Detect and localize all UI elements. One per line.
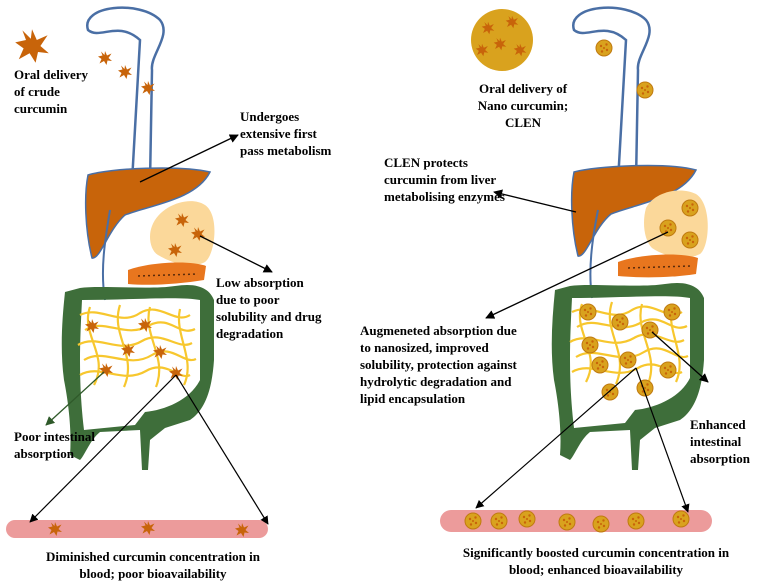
right-blood-result-label: Significantly boosted curcumin concentra… [462, 545, 730, 577]
left-first-pass-label: Undergoes extensive first pass metabolis… [240, 109, 332, 158]
right-liver-protection-label: CLEN protects curcumin from liver metabo… [384, 155, 505, 204]
left-pancreas [128, 262, 206, 285]
left-oral-delivery-label: Oral delivery of crude curcumin [14, 67, 89, 116]
left-low-absorption-arrow [199, 235, 273, 273]
left-colon [61, 284, 215, 470]
left-blood-vessel [6, 520, 268, 538]
right-colon [551, 282, 704, 470]
left-blood-result-label: Diminished curcumin concentration in blo… [46, 549, 260, 581]
left-first-pass-arrow [139, 134, 239, 183]
left-low-absorption-label: Low absorption due to poor solubility an… [216, 275, 322, 341]
right-augmented-absorption-arrow [485, 231, 669, 319]
left-crude-curcumin-icon [15, 29, 49, 63]
right-liver-protection-arrow [493, 189, 577, 213]
right-panel-illustration [440, 6, 712, 533]
left-poor-intestinal-arrow [45, 371, 105, 426]
left-stomach [150, 201, 215, 266]
right-enhanced-intestinal-label: Enhanced intestinal absorption [690, 417, 750, 466]
right-stomach [644, 190, 708, 258]
right-pancreas [618, 254, 698, 278]
right-augmented-absorption-label: Augmeneted absorption due to nanosized, … [360, 323, 517, 406]
right-esophagus [572, 6, 651, 183]
left-poor-intestinal-label: Poor intestinal absorption [14, 429, 96, 461]
left-panel-illustration [6, 6, 273, 538]
left-liver [84, 167, 212, 259]
right-enhanced-intestinal-arrow [651, 331, 709, 383]
right-oral-delivery-label: Oral delivery of Nano curcumin; CLEN [477, 81, 569, 130]
right-nano-curcumin-icon [471, 9, 533, 71]
right-blood-vessel [440, 510, 712, 532]
right-liver [570, 164, 698, 257]
left-esophagus [86, 6, 165, 183]
